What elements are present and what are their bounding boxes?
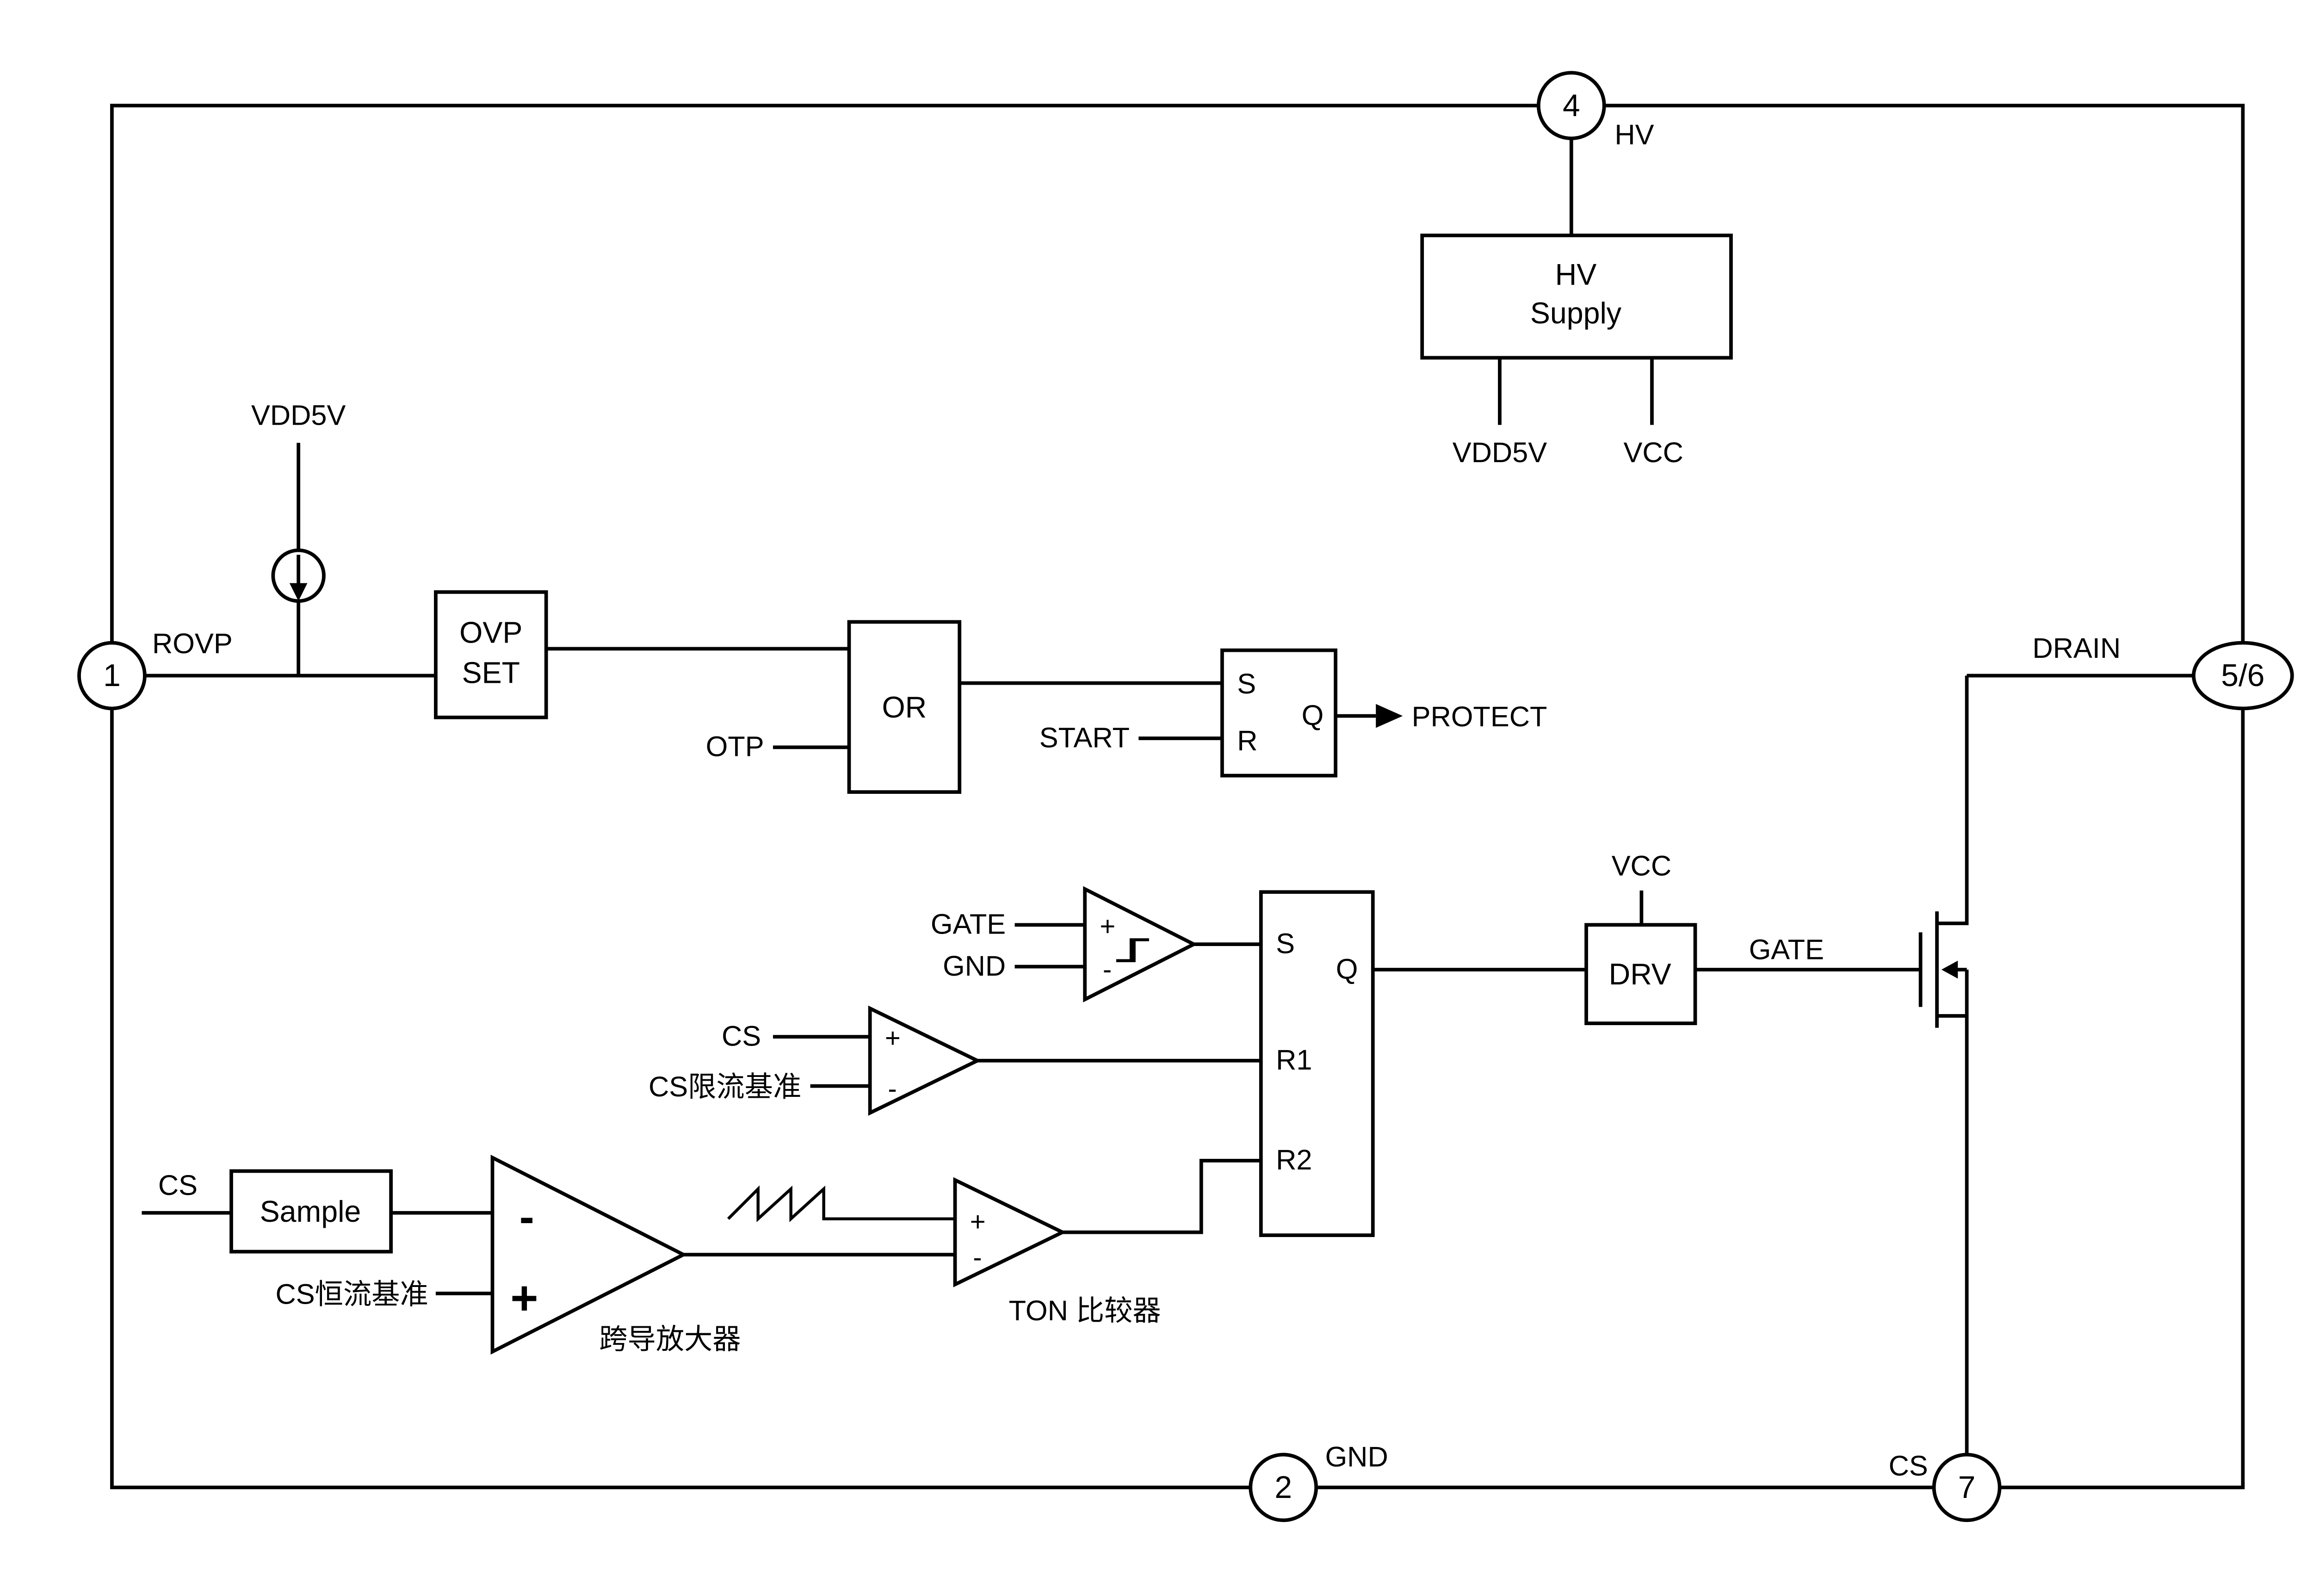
drain-label: DRAIN [2033, 632, 2121, 664]
pin-1-label: ROVP [152, 628, 233, 659]
pin-5-6: 5/6 [2192, 641, 2294, 711]
cs-comp-minus-sign: - [888, 1074, 897, 1104]
pwm-latch-q: Q [1336, 953, 1358, 984]
sample-block [229, 1169, 393, 1254]
hv-supply-out-vdd5v: VDD5V [1453, 437, 1547, 468]
drv-label: DRV [1609, 958, 1671, 991]
gm-amplifier [490, 1155, 687, 1355]
or-gate-block [847, 620, 962, 794]
schmitt-comparator [1083, 886, 1198, 1002]
cs-cc-ref-label: CS恒流基准 [276, 1279, 428, 1310]
protect-latch-r: R [1237, 725, 1257, 756]
gm-amplifier-caption: 跨导放大器 [599, 1323, 741, 1355]
ovp-set-block [434, 590, 548, 719]
hysteresis-icon [1116, 938, 1149, 962]
protect-arrow-icon [1376, 704, 1403, 728]
cs-limit-ref-label: CS限流基准 [649, 1071, 801, 1102]
hv-supply-out-vcc: VCC [1623, 437, 1683, 468]
drv-vcc-label: VCC [1612, 850, 1671, 882]
start-input-label: START [1039, 722, 1130, 753]
pin-4: 4 HV [1536, 71, 1654, 150]
pin-4-label: HV [1614, 119, 1654, 150]
cs-comp-cs-label: CS [722, 1020, 761, 1052]
pwm-latch-s: S [1276, 928, 1295, 959]
gnd-feedback-label: GND [943, 950, 1006, 982]
gate-feedback-label: GATE [931, 909, 1006, 940]
gm-plus-sign: + [510, 1271, 538, 1324]
cs-comp-plus-sign: + [885, 1023, 901, 1053]
cs-limit-comparator [868, 1005, 982, 1116]
gate-output-label: GATE [1749, 934, 1824, 965]
hv-supply-block [1420, 234, 1733, 360]
schmitt-plus-sign: + [1100, 911, 1115, 941]
current-source-icon [271, 548, 326, 603]
pwm-latch-r1: R1 [1276, 1044, 1312, 1076]
pin-4-number: 4 [1563, 88, 1580, 123]
ovp-set-label-2: SET [462, 656, 520, 690]
ic-boundary [110, 104, 2245, 1490]
pin-1: 1 ROVP [77, 628, 233, 711]
or-gate-label: OR [882, 691, 927, 724]
pin-1-number: 1 [103, 658, 121, 693]
hv-supply-label-2: Supply [1530, 297, 1622, 330]
ton-plus-sign: + [970, 1206, 986, 1237]
otp-input-label: OTP [706, 731, 764, 762]
wire-ton-r2 [1062, 1159, 1261, 1234]
ovp-set-label-1: OVP [459, 616, 522, 650]
wires [142, 138, 2194, 1295]
pwm-latch-block [1259, 890, 1375, 1237]
nmos-transistor-icon [1918, 675, 1969, 1455]
sample-cs-input-label: CS [158, 1169, 198, 1201]
pin-2-number: 2 [1274, 1470, 1292, 1505]
gm-minus-sign: - [519, 1192, 534, 1242]
protect-latch-q: Q [1302, 699, 1324, 731]
sample-label: Sample [260, 1195, 361, 1228]
protect-latch-s: S [1237, 668, 1256, 699]
pin-7-number: 7 [1958, 1470, 1976, 1505]
ton-comparator [953, 1177, 1067, 1287]
pin-7-label: CS [1889, 1450, 1928, 1482]
schmitt-minus-sign: - [1103, 954, 1112, 984]
drv-block [1584, 923, 1697, 1025]
pin-2: 2 GND [1249, 1441, 1388, 1522]
sawtooth-waveform-icon [727, 1185, 955, 1222]
pin-2-label: GND [1325, 1441, 1388, 1472]
pin-5-6-number: 5/6 [2221, 658, 2264, 693]
ton-comparator-caption: TON 比较器 [1009, 1295, 1161, 1326]
pwm-latch-r2: R2 [1276, 1144, 1312, 1175]
ton-minus-sign: - [973, 1243, 982, 1273]
current-source-rail-label: VDD5V [251, 400, 346, 431]
protect-output-label: PROTECT [1412, 701, 1547, 732]
protect-latch-block [1220, 648, 1337, 778]
pin-7: 7 CS [1889, 1450, 2002, 1522]
hv-supply-label-1: HV [1555, 258, 1597, 291]
